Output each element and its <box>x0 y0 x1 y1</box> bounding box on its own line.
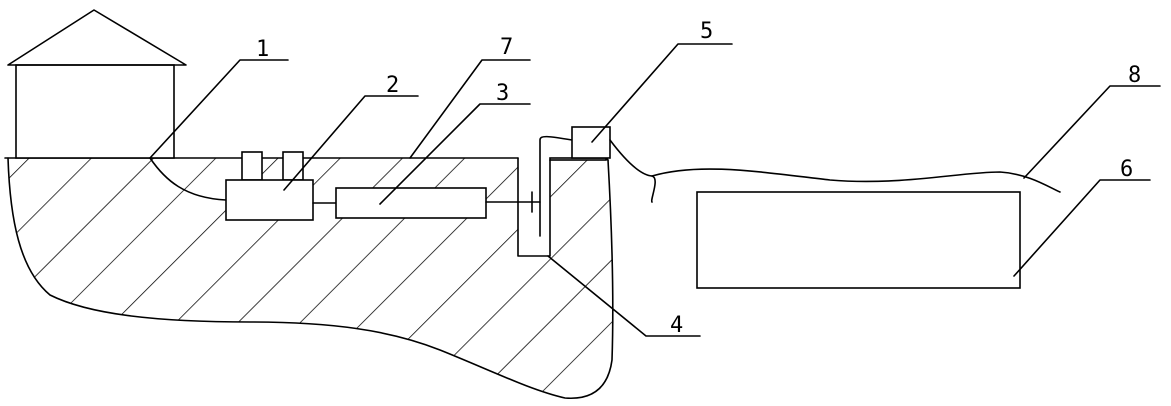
buried-pipe <box>149 157 227 201</box>
leader-5 <box>591 43 733 143</box>
label-3: 3 <box>496 81 509 106</box>
label-2: 2 <box>386 73 399 98</box>
component-3-box <box>335 187 487 219</box>
leader-7 <box>409 59 531 159</box>
label-8: 8 <box>1128 63 1141 88</box>
leader-4 <box>547 255 701 337</box>
component-2-box <box>225 179 314 221</box>
pit-wall <box>517 157 551 257</box>
label-4: 4 <box>670 313 683 338</box>
stub-right <box>282 151 304 181</box>
leader-8 <box>1023 85 1161 179</box>
leader-1 <box>149 59 289 159</box>
house <box>7 9 187 159</box>
house-wall <box>15 64 175 159</box>
leader-lines <box>149 43 1161 337</box>
component-2 <box>225 151 314 221</box>
label-6: 6 <box>1120 157 1133 182</box>
label-7: 7 <box>500 35 513 60</box>
wave-line <box>609 139 656 203</box>
leader-3 <box>379 103 531 205</box>
house-roof <box>7 9 187 66</box>
component-5-box <box>571 126 611 159</box>
component-6-box <box>696 191 1021 289</box>
stub-left <box>241 151 263 181</box>
label-1: 1 <box>256 37 269 62</box>
leader-2 <box>283 95 419 191</box>
pit-cutout <box>518 158 550 256</box>
label-5: 5 <box>700 19 713 44</box>
leader-6 <box>1013 179 1151 277</box>
water-surface-8 <box>651 168 1061 193</box>
pit-inner-pipe <box>539 135 573 237</box>
ground-outline <box>7 157 614 400</box>
